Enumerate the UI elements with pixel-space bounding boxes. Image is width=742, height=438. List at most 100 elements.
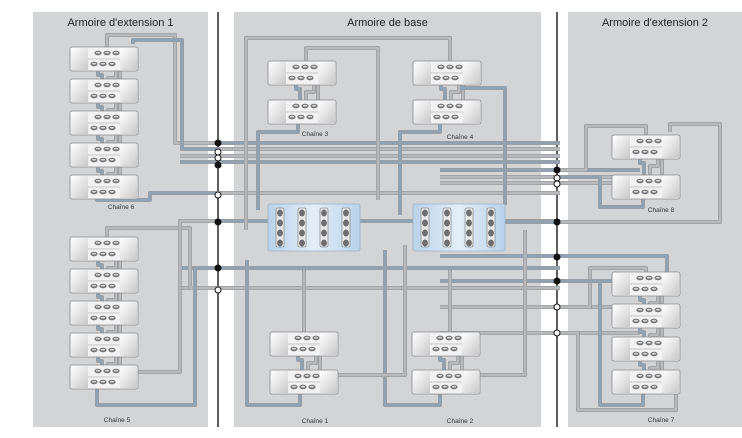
shelf-chain7-3-port-highlight xyxy=(656,341,660,344)
shelf-chain4-1-port-highlight xyxy=(435,76,439,79)
shelf-chain3-1-port-highlight xyxy=(290,76,294,79)
shelf-chain1-2-port-highlight xyxy=(305,374,309,377)
chain-7-uplink-2 xyxy=(557,266,648,309)
controller-2-port xyxy=(444,209,450,217)
shelf-chain6-5-port-highlight xyxy=(101,190,105,193)
shelf-chain6-5-port-highlight xyxy=(105,179,109,182)
chain-3-down xyxy=(256,117,300,210)
shelf-chain6-1-port-highlight xyxy=(105,51,109,54)
shelf-chain6-3-cap-left xyxy=(71,112,88,134)
shelf-chain8-2-cap-right xyxy=(662,176,679,198)
chain-label-4: Chaîne 4 xyxy=(446,134,474,141)
cabinet-title: Armoire d'extension 1 xyxy=(67,17,174,29)
shelf-chain6-3-port-highlight xyxy=(101,126,105,129)
shelf-chain3-1-cap-left xyxy=(269,62,286,84)
shelf-chain6-3-port-highlight xyxy=(110,126,114,129)
shelf-chain3-1-cap-right xyxy=(318,62,335,84)
shelf-chain8-2-port-highlight xyxy=(656,179,660,182)
shelf-chain2-2-cap-left xyxy=(413,371,430,393)
shelf-chain1-2-cap-right xyxy=(320,371,337,393)
controller-2-port xyxy=(422,219,428,227)
controller-2-port xyxy=(422,229,428,237)
shelf-chain1-2-port-highlight xyxy=(310,385,314,388)
shelf-chain6-2-port-highlight xyxy=(92,94,96,97)
shelf-chain5-3-port-highlight xyxy=(114,305,118,308)
shelf-chain6-4-port-highlight xyxy=(110,158,114,161)
shelf-chain4-2-cap-left xyxy=(414,101,431,123)
shelf-chain7-1-port-highlight xyxy=(638,276,642,279)
shelf-chain2-1-port-highlight xyxy=(447,336,451,339)
chain-8-down xyxy=(557,175,645,209)
shelf-chain6-4-cap-right xyxy=(120,144,137,166)
shelf-chain5-4-port-highlight xyxy=(96,337,100,340)
shelf-chain7-1-cap-right xyxy=(662,273,679,295)
controller-2-port xyxy=(444,229,450,237)
bus-junction-solid-right-6 xyxy=(553,277,561,285)
shelf-chain7-2-port-highlight xyxy=(643,319,647,322)
shelf-chain2-2-port-highlight xyxy=(447,374,451,377)
controller-2-port xyxy=(466,229,472,237)
shelf-chain1-1-port-highlight xyxy=(296,336,300,339)
shelf-chain8-1-cap-left xyxy=(613,136,630,158)
shelf-chain4-2-port-highlight xyxy=(448,104,452,107)
shelf-chain3-2-port-highlight xyxy=(308,115,312,118)
shelf-chain6-5-port-highlight xyxy=(92,190,96,193)
shelf-chain3-1-port-highlight xyxy=(312,65,316,68)
controller-1-port xyxy=(321,209,327,217)
shelf-chain4-2-port-highlight xyxy=(435,115,439,118)
shelf-chain6-3-port-highlight xyxy=(92,126,96,129)
controller-2-port xyxy=(466,209,472,217)
controller-1-port xyxy=(321,219,327,227)
shelf-chain1-2-port-highlight xyxy=(314,374,318,377)
bus-junction-hollow-left-5 xyxy=(214,191,222,199)
shelf-chain5-1-port-highlight xyxy=(96,241,100,244)
bus-junction-hollow-left-2 xyxy=(214,148,222,156)
shelf-chain1-1-cap-right xyxy=(320,333,337,355)
shelf-chain8-1-port-highlight xyxy=(638,139,642,142)
shelf-chain5-5-port-highlight xyxy=(110,380,114,383)
shelf-chain6-2-port-highlight xyxy=(105,83,109,86)
controller-1-port xyxy=(343,219,349,227)
chain-5-downlink-2 xyxy=(120,219,218,374)
chain-label-8: Chaîne 8 xyxy=(647,207,675,214)
shelf-chain6-1-cap-right xyxy=(120,48,137,70)
shelf-chain6-2-port-highlight xyxy=(114,83,118,86)
controller-2-port xyxy=(488,229,494,237)
shelf-chain6-4-port-highlight xyxy=(101,158,105,161)
shelf-chain2-1-port-highlight xyxy=(438,336,442,339)
shelf-chain6-4-port-highlight xyxy=(105,147,109,150)
shelf-chain4-1-port-highlight xyxy=(448,65,452,68)
shelf-chain4-2-port-highlight xyxy=(457,104,461,107)
shelf-chain7-1-port-highlight xyxy=(656,276,660,279)
shelf-chain5-5-cap-right xyxy=(120,366,137,388)
chain-4-side xyxy=(460,86,507,205)
shelf-chain7-4-port-highlight xyxy=(652,385,656,388)
shelf-chain4-2-port-highlight xyxy=(439,104,443,107)
shelf-chain7-3-port-highlight xyxy=(647,341,651,344)
shelf-chain6-5-cap-right xyxy=(120,176,137,198)
chain-5-uplink xyxy=(105,226,218,290)
shelf-chain5-2-port-highlight xyxy=(96,273,100,276)
shelf-chain7-4-port-highlight xyxy=(634,385,638,388)
shelf-chain2-1-cap-left xyxy=(413,333,430,355)
bus-junction-solid-left-4 xyxy=(214,161,222,169)
shelf-chain1-1-port-highlight xyxy=(305,336,309,339)
controller-2-port xyxy=(466,219,472,227)
controller-2-port xyxy=(422,209,428,217)
shelf-chain5-3-port-highlight xyxy=(96,305,100,308)
shelf-chain6-2-port-highlight xyxy=(96,83,100,86)
controller-1-port-column xyxy=(297,207,307,248)
shelf-chain7-4-port-highlight xyxy=(647,374,651,377)
chain-label-1: Chaîne 1 xyxy=(301,418,329,425)
shelf-chain7-4-port-highlight xyxy=(638,374,642,377)
shelf-chain1-2-port-highlight xyxy=(296,374,300,377)
shelf-chain5-5-port-highlight xyxy=(105,369,109,372)
shelf-chain8-2-port-highlight xyxy=(634,190,638,193)
shelf-chain7-3-cap-left xyxy=(613,338,630,360)
bus-junction-solid-right-5 xyxy=(553,253,561,261)
shelf-chain6-5-port-highlight xyxy=(96,179,100,182)
shelf-chain8-2-port-highlight xyxy=(638,179,642,182)
controller-2-port-column xyxy=(442,207,452,248)
shelf-chain5-3-cap-right xyxy=(120,302,137,324)
shelf-chain4-1-port-highlight xyxy=(453,76,457,79)
